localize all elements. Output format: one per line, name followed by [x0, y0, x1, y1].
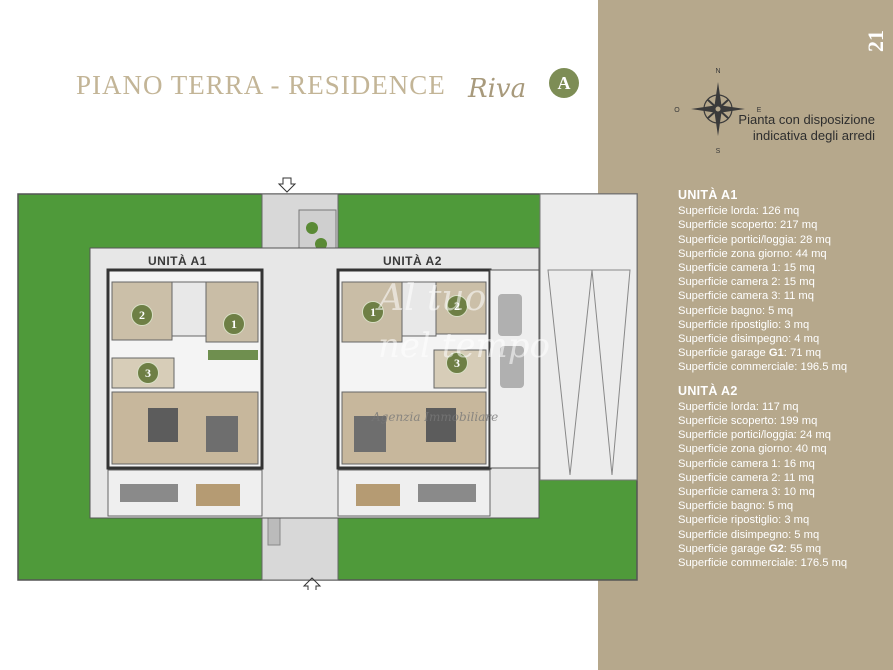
- unit-specs: UNITÀ A1 Superficie lorda: 126 mq Superf…: [678, 188, 888, 579]
- spec-row: Superficie scoperto: 199 mq: [678, 415, 818, 428]
- unit-a2-specs: UNITÀ A2 Superficie lorda: 117 mq Superf…: [678, 384, 888, 571]
- spec-row-garage: Superficie garage G2: 55 mq: [678, 542, 888, 556]
- spec-row: Superficie bagno: 5 mq: [678, 500, 794, 513]
- entrance-arrow-top-icon: [277, 177, 297, 193]
- building-badge: A: [549, 68, 579, 98]
- compass-west: O: [674, 107, 680, 114]
- garage-value: : 71 mq: [783, 347, 822, 360]
- compass-rose-icon: N S E O: [674, 68, 762, 154]
- spec-row: Superficie disimpegno: 4 mq: [678, 333, 820, 346]
- room-marker-a1: 2: [131, 304, 153, 326]
- spec-row: Superficie ripostiglio: 3 mq: [678, 318, 810, 331]
- info-side-panel: [598, 0, 893, 670]
- compass-north: N: [715, 68, 720, 75]
- spec-row: Superficie portici/loggia: 28 mq: [678, 233, 831, 246]
- spec-row: Superficie zona giorno: 44 mq: [678, 247, 827, 260]
- subtitle-line-1: Pianta con disposizione: [738, 112, 875, 127]
- brand-script-logo: Riva: [468, 74, 527, 104]
- spec-row: Superficie scoperto: 217 mq: [678, 219, 818, 232]
- spec-row: Superficie portici/loggia: 24 mq: [678, 429, 831, 442]
- spec-row: Superficie camera 1: 16 mq: [678, 457, 815, 470]
- plan-subtitle: Pianta con disposizione indicativa degli…: [655, 112, 875, 144]
- entrance-arrow-bottom-icon: [302, 577, 322, 590]
- subtitle-line-2: indicativa degli arredi: [752, 128, 875, 143]
- room-marker-a1: 3: [137, 362, 159, 384]
- unit-a1-specs-title: UNITÀ A1: [678, 188, 738, 202]
- spec-row-commercial: Superficie commerciale: 196.5 mq: [678, 361, 848, 374]
- page-number: 21: [863, 30, 888, 52]
- spec-row: Superficie camera 1: 15 mq: [678, 262, 815, 275]
- spec-row: Superficie camera 2: 15 mq: [678, 276, 815, 289]
- floor-plan: [17, 177, 638, 590]
- page-title: PIANO TERRA - RESIDENCE: [76, 70, 446, 100]
- garage-code: G2: [768, 542, 784, 555]
- spec-row: Superficie lorda: 117 mq: [678, 400, 799, 413]
- room-marker-a2: 1: [362, 301, 384, 323]
- spec-row: Superficie camera 3: 11 mq: [678, 290, 814, 303]
- spec-row: Superficie zona giorno: 40 mq: [678, 443, 827, 456]
- room-marker-a2: 2: [446, 295, 468, 317]
- garden-lawn-corner: [540, 480, 637, 580]
- garage-prefix: Superficie garage: [678, 347, 769, 360]
- spec-row: Superficie disimpegno: 5 mq: [678, 528, 820, 541]
- unit-a2-specs-title: UNITÀ A2: [678, 383, 738, 398]
- driveway: [539, 193, 638, 481]
- unit-a2-label: UNITÀ A2: [383, 254, 442, 268]
- garage-prefix: Superficie garage: [678, 542, 769, 555]
- spec-row-commercial: Superficie commerciale: 176.5 mq: [678, 557, 848, 570]
- spec-row: Superficie lorda: 126 mq: [678, 205, 800, 218]
- unit-a1-specs: UNITÀ A1 Superficie lorda: 126 mq Superf…: [678, 188, 888, 375]
- compass-east: E: [757, 107, 762, 114]
- room-marker-a2: 3: [446, 352, 468, 374]
- spec-row: Superficie camera 3: 10 mq: [678, 486, 815, 499]
- unit-a1-label: UNITÀ A1: [148, 254, 207, 268]
- spec-row: Superficie bagno: 5 mq: [678, 304, 794, 317]
- spec-row: Superficie camera 2: 11 mq: [678, 471, 814, 484]
- spec-row-garage: Superficie garage G1: 71 mq: [678, 346, 888, 360]
- room-marker-a1: 1: [223, 313, 245, 335]
- garage-value: : 55 mq: [783, 542, 822, 555]
- garage-code: G1: [768, 347, 784, 360]
- compass-south: S: [716, 148, 721, 154]
- spec-row: Superficie ripostiglio: 3 mq: [678, 514, 810, 527]
